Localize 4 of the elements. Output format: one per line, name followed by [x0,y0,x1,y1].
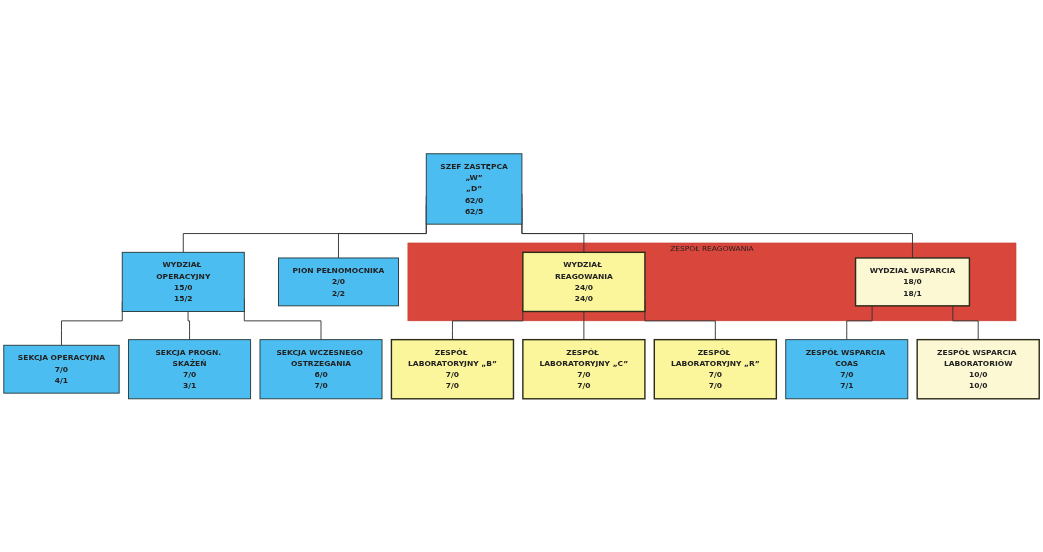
connector [187,310,191,340]
connector [846,305,873,340]
connector [583,310,585,340]
connector [952,305,979,340]
